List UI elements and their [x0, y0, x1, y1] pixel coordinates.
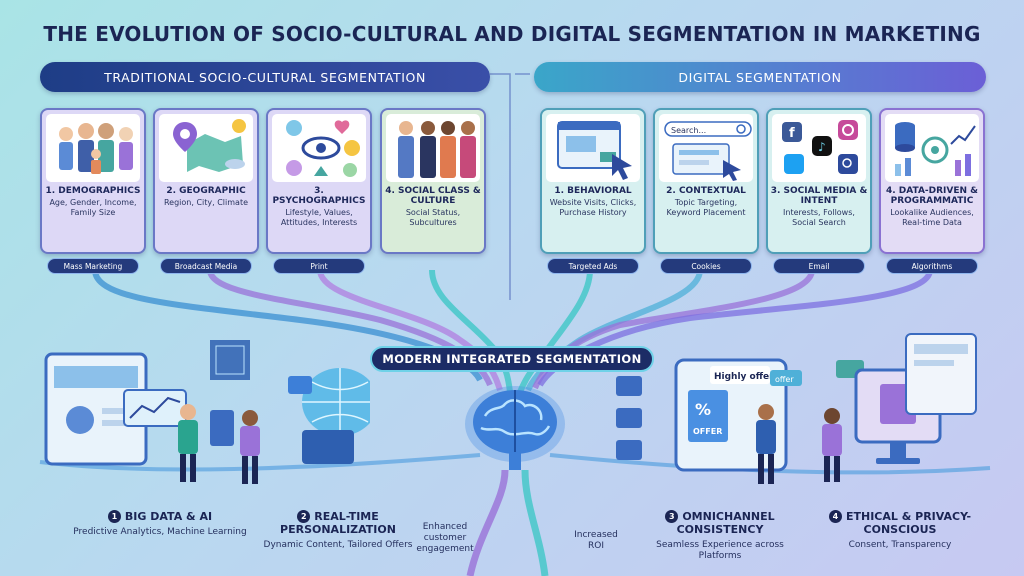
- pillar-number: 3: [665, 510, 679, 523]
- pillar-title: OMNICHANNEL CONSISTENCY: [676, 510, 775, 536]
- eye-icon: [272, 114, 366, 182]
- database-chart-icon: [885, 114, 979, 182]
- traditional-banner: TRADITIONAL SOCIO-CULTURAL SEGMENTATION: [40, 62, 490, 92]
- browser-cursor-icon: [546, 114, 640, 182]
- pillar-subtitle: Seamless Experience across Platforms: [656, 540, 784, 561]
- highly-offers-label: Highly offers: [714, 372, 779, 382]
- brain-icon: [465, 386, 565, 470]
- pillar-number: 4: [828, 510, 842, 523]
- card-demographics: 1. DEMOGRAPHICS Age, Gender, Income, Fam…: [40, 108, 146, 254]
- modern-banner: MODERN INTEGRATED SEGMENTATION: [370, 346, 654, 372]
- card-title: 3. SOCIAL MEDIA & INTENT: [770, 186, 868, 206]
- card-title: 1. BEHAVIORAL: [554, 186, 632, 196]
- card-title: 4. DATA-DRIVEN & PROGRAMMATIC: [885, 186, 979, 206]
- card-title: 3. PSYCHOGRAPHICS: [272, 186, 366, 206]
- card-subtitle: Social Status, Subcultures: [405, 208, 461, 227]
- map-pin-icon: [159, 114, 253, 182]
- search-bar-icon: Search...: [659, 114, 753, 182]
- digital-banner: DIGITAL SEGMENTATION: [534, 62, 986, 92]
- card-contextual: Search... 2. CONTEXTUAL Topic Targeting,…: [653, 108, 759, 254]
- note-engagement: Enhanced customer engagement: [416, 522, 474, 554]
- card-social-media: f ♪ 3. SOCIAL MEDIA & INTENT Interests, …: [766, 108, 872, 254]
- channel-targeted-ads: Targeted Ads: [547, 258, 639, 274]
- pillar-number: 1: [107, 510, 121, 523]
- pillar-number: 2: [297, 510, 311, 523]
- offer-label: OFFER: [693, 427, 722, 436]
- card-subtitle: Interests, Follows, Social Search: [783, 208, 855, 227]
- channel-print: Print: [273, 258, 365, 274]
- card-title: 2. CONTEXTUAL: [666, 186, 746, 196]
- channel-algorithms: Algorithms: [886, 258, 978, 274]
- big-data-scene: [44, 340, 370, 484]
- card-subtitle: Website Visits, Clicks, Purchase History: [549, 198, 637, 217]
- card-geographic: 2. GEOGRAPHIC Region, City, Climate: [153, 108, 259, 254]
- channel-broadcast-media: Broadcast Media: [160, 258, 252, 274]
- pillar-subtitle: Predictive Analytics, Machine Learning: [73, 527, 247, 537]
- svg-text:f: f: [789, 126, 795, 141]
- svg-text:♪: ♪: [818, 140, 826, 154]
- card-title: 1. DEMOGRAPHICS: [45, 186, 141, 196]
- pillar-subtitle: Dynamic Content, Tailored Offers: [263, 540, 413, 550]
- card-data-driven: 4. DATA-DRIVEN & PROGRAMMATIC Lookalike …: [879, 108, 985, 254]
- card-subtitle: Region, City, Climate: [163, 198, 249, 207]
- pillar-title: REAL-TIME PERSONALIZATION: [280, 510, 396, 536]
- people-icon: [386, 114, 480, 182]
- pillar-subtitle: Consent, Transparency: [848, 540, 952, 550]
- svg-text:%: %: [695, 400, 711, 419]
- card-subtitle: Age, Gender, Income, Family Size: [49, 198, 137, 217]
- family-icon: [46, 114, 140, 182]
- note-roi: Increased ROI: [574, 530, 618, 551]
- pillar-title: BIG DATA & AI: [124, 510, 213, 523]
- social-apps-icon: f ♪: [772, 114, 866, 182]
- search-placeholder: Search...: [671, 126, 706, 135]
- card-psychographics: 3. PSYCHOGRAPHICS Lifestyle, Values, Att…: [266, 108, 372, 254]
- pillar-title: ETHICAL & PRIVACY-CONSCIOUS: [845, 510, 972, 536]
- channel-cookies: Cookies: [660, 258, 752, 274]
- card-title: 2. GEOGRAPHIC: [166, 186, 246, 196]
- card-subtitle: Lookalike Audiences, Real-time Data: [890, 208, 974, 227]
- page-title: THE EVOLUTION OF SOCIO-CULTURAL AND DIGI…: [43, 22, 981, 46]
- offer-tag-label: offer: [775, 375, 794, 384]
- card-subtitle: Topic Targeting, Keyword Placement: [666, 198, 746, 217]
- omnichannel-scene: % OFFER Highly offers offer: [616, 333, 977, 484]
- card-social-class: 4. SOCIAL CLASS & CULTURE Social Status,…: [380, 108, 486, 254]
- channel-mass-marketing: Mass Marketing: [47, 258, 139, 274]
- card-title: 4. SOCIAL CLASS & CULTURE: [385, 186, 481, 206]
- card-subtitle: Lifestyle, Values, Attitudes, Interests: [280, 208, 358, 227]
- channel-email: Email: [773, 258, 865, 274]
- card-behavioral: 1. BEHAVIORAL Website Visits, Clicks, Pu…: [540, 108, 646, 254]
